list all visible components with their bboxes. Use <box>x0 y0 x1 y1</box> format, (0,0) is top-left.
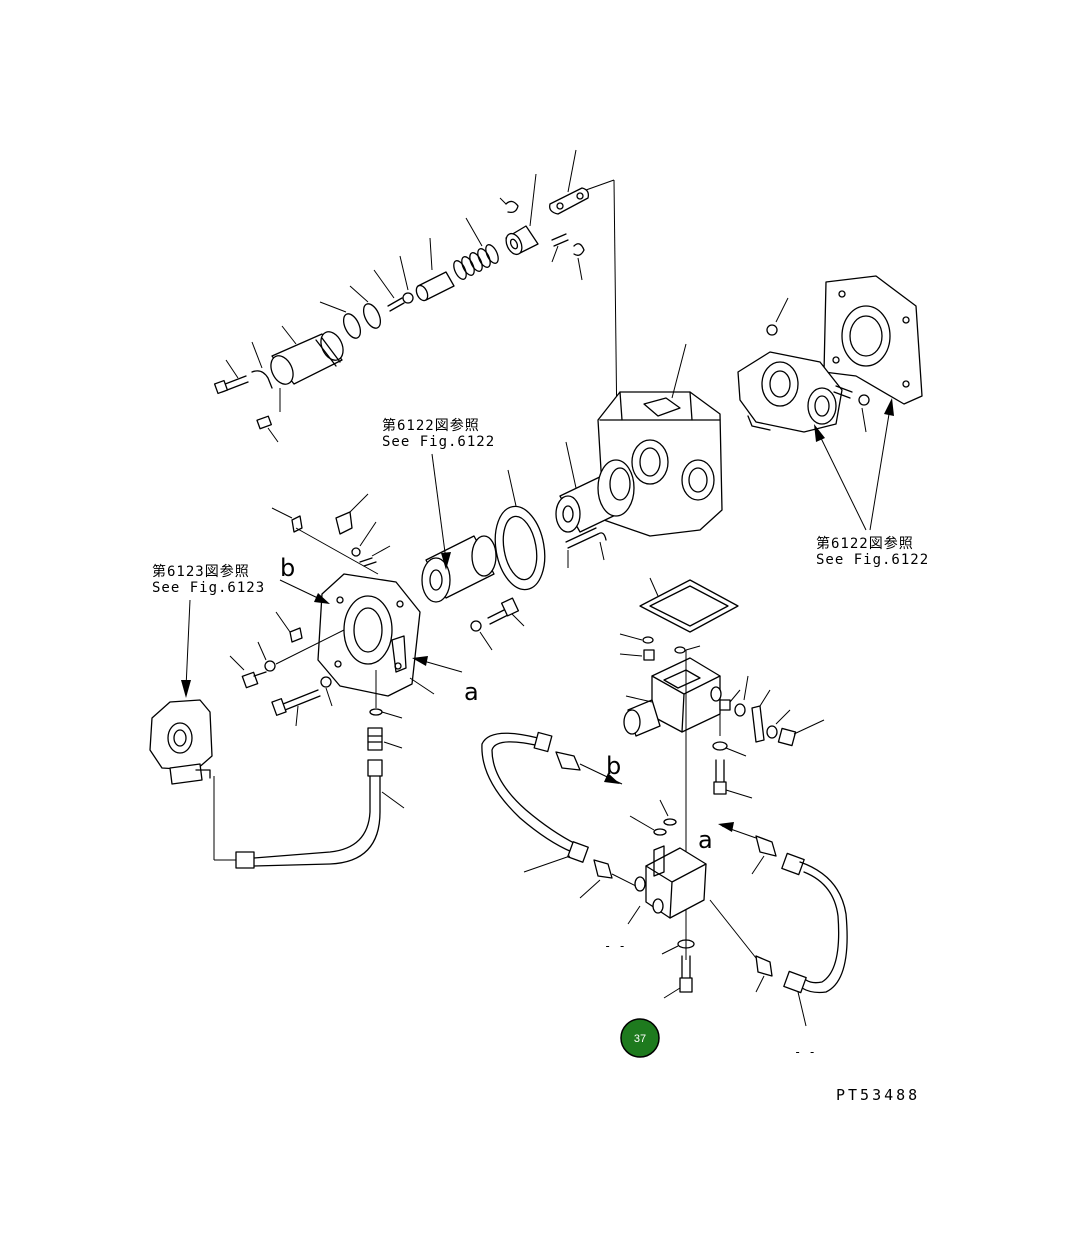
part-sleeve <box>270 325 344 385</box>
gasket-plate <box>639 577 739 633</box>
part-plug-flange <box>291 515 303 533</box>
arrow-ref-6122-right <box>814 398 894 531</box>
part-pin-right <box>833 385 853 399</box>
fitting-lower-left <box>579 859 637 899</box>
part-plug-block-1 <box>719 699 731 711</box>
part-ring-right <box>858 394 870 406</box>
arrow-b-flange <box>279 579 330 604</box>
part-washer-stud <box>320 676 332 688</box>
pump-cartridge <box>555 441 635 533</box>
part-snap-ring-1 <box>505 200 519 214</box>
part-plug-small <box>256 388 281 443</box>
gasket-round <box>494 469 546 591</box>
part-o-ring-lower <box>663 818 677 826</box>
coupling <box>421 535 497 603</box>
part-snap-ring-2 <box>573 243 585 256</box>
hose-left <box>213 759 405 869</box>
part-washer-coupling <box>470 620 482 632</box>
page-badge-number: 37 <box>634 1033 646 1045</box>
ref-6122-top-en: See Fig.6122 <box>382 434 495 450</box>
ref-6122-right-en: See Fig.6122 <box>816 552 929 568</box>
part-key <box>565 527 599 549</box>
part-washer-bolt <box>712 741 728 751</box>
fitting-lower-right <box>755 955 773 993</box>
dash-mark-left: - - <box>604 939 626 953</box>
part-washer-block-2 <box>766 725 778 739</box>
spool-assembly <box>213 149 619 521</box>
part-dowel <box>597 532 607 541</box>
fitting-b <box>555 751 623 785</box>
part-plug-flange-2 <box>275 611 303 643</box>
marker-a-hose: a <box>698 826 713 854</box>
ref-6123-left-jp: 第6123図参照 <box>152 563 250 580</box>
hose-right <box>781 852 848 1027</box>
hose-fitting-left <box>367 727 403 751</box>
marker-b-hose: b <box>606 752 621 780</box>
part-stud <box>271 689 321 727</box>
page-badge-circle <box>620 1018 660 1058</box>
fitting-a <box>721 825 777 875</box>
part-spring <box>453 217 499 280</box>
figure-code: PT53488 <box>836 1086 920 1104</box>
arrow-b-hose <box>604 773 620 784</box>
part-lever-link <box>549 149 615 215</box>
part-washer-block <box>734 703 746 717</box>
arrow-a-flange <box>412 656 463 673</box>
part-nut-block <box>777 727 797 747</box>
part-bolt-block <box>713 759 753 799</box>
part-bolt-coupling <box>487 597 525 627</box>
part-o-ring-lower-2 <box>653 828 667 836</box>
part-bolt-small <box>373 255 414 312</box>
dash-mark-right: - - <box>794 1045 816 1059</box>
part-piston <box>415 237 455 302</box>
arrow-ref-6122-top <box>431 453 451 570</box>
part-washer-union <box>351 547 361 557</box>
auxiliary-pump-left <box>149 699 213 785</box>
part-o-ring-mid-1 <box>642 636 654 644</box>
part-washer-lower <box>677 939 695 949</box>
part-o-ring-fitting <box>369 708 383 716</box>
part-screw-left <box>213 359 249 395</box>
ref-6123-left-en: See Fig.6123 <box>152 580 265 596</box>
marker-a-flange: a <box>464 678 479 706</box>
cover-plate-right <box>823 275 923 405</box>
part-plug-mid <box>643 649 655 661</box>
part-union <box>335 493 369 535</box>
part-o-ring-2 <box>362 303 382 329</box>
ref-6122-right-jp: 第6122図参照 <box>816 535 914 552</box>
hose-middle <box>481 731 589 873</box>
part-o-ring-1 <box>342 313 362 339</box>
part-bolt-lower <box>663 955 693 999</box>
marker-b-flange: b <box>280 554 295 582</box>
arrow-a-hose <box>718 822 734 832</box>
part-pin-2 <box>551 233 569 247</box>
arrow-ref-6123 <box>181 599 191 698</box>
part-pin <box>251 370 273 389</box>
part-ring-top <box>766 324 778 336</box>
lower-valve-block <box>627 845 707 925</box>
part-bolt-flange <box>229 655 267 689</box>
part-spring-small <box>359 557 377 567</box>
ref-6122-top-jp: 第6122図参照 <box>382 417 480 434</box>
page-badge: 37 <box>620 1018 660 1058</box>
part-retainer <box>505 173 539 256</box>
part-bracket <box>751 705 765 743</box>
part-o-ring-mid-2 <box>674 646 686 654</box>
rear-housing <box>737 351 843 433</box>
part-washer-flange <box>264 660 276 672</box>
